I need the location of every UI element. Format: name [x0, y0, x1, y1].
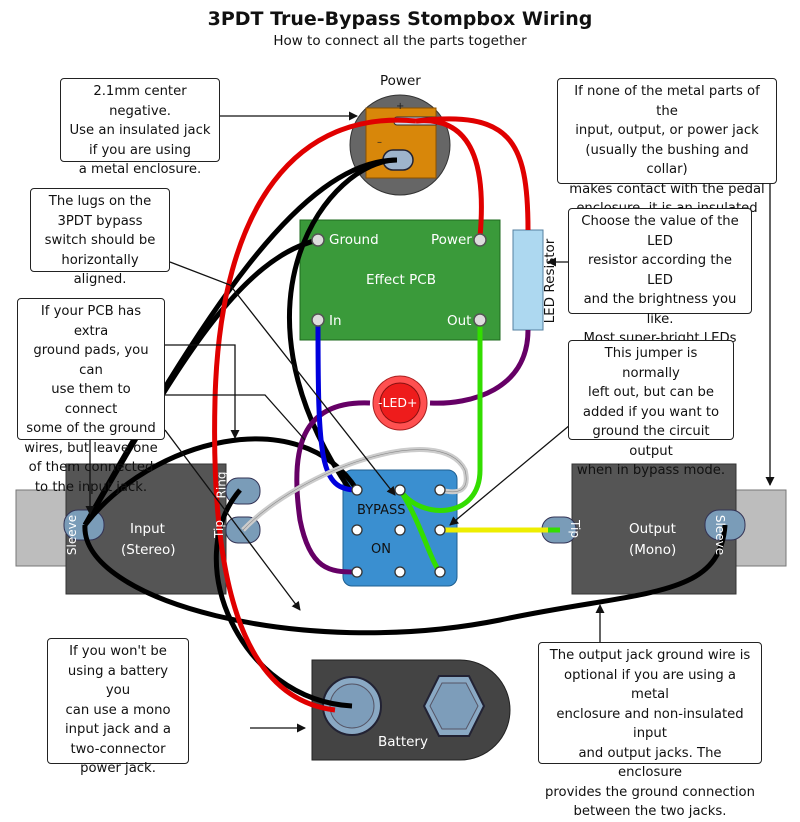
switch-on-label: ON	[371, 542, 391, 557]
switch-bypass-label: BYPASS	[357, 503, 406, 518]
diagram-subtitle: How to connect all the parts together	[273, 33, 527, 49]
note-output-ground: The output jack ground wire is optional …	[538, 642, 762, 819]
power-jack-minus: –	[377, 137, 382, 148]
power-wire-jack-to-battery	[212, 117, 417, 713]
switch-lug	[394, 524, 406, 536]
power-jack-label: Power	[380, 73, 421, 89]
diagram-canvas	[15, 94, 787, 761]
pointer-lugs	[169, 261, 396, 496]
pcb-power-label: Power	[431, 232, 472, 248]
note-insulated-jack: If none of the metal parts of the input,…	[557, 78, 777, 236]
led-cathode-wire	[294, 400, 371, 575]
power-wire-jack-to-resistor	[415, 116, 531, 231]
switch-lug	[434, 566, 446, 578]
pcb-in-label: In	[329, 313, 342, 329]
resistor-label: LED Resistor	[542, 238, 558, 324]
note-jumper: This jumper is normally left out, but ca…	[568, 340, 734, 478]
note-battery: If you won't be using a battery you can …	[47, 638, 189, 776]
pcb-title: Effect PCB	[366, 272, 436, 288]
note-power-jack: 2.1mm center negative. Use an insulated …	[60, 78, 220, 177]
switch-lug	[351, 566, 363, 578]
ground-wire-input-to-output	[82, 524, 728, 636]
power-wire-jack-to-pcb	[415, 118, 484, 238]
input-jack-bushing	[15, 489, 69, 567]
battery-hex-terminal-inner	[429, 682, 479, 730]
output-jack-name: Output	[629, 521, 676, 537]
output-sleeve-label: Sleeve	[713, 514, 728, 556]
pointer-jumper	[449, 424, 571, 526]
note-ground-pads: If your PCB has extra ground pads, you c…	[17, 298, 165, 495]
led-label: -LED+	[378, 395, 418, 410]
input-sleeve-label: Sleeve	[65, 514, 80, 556]
output-tip-label: Tip	[567, 520, 582, 538]
pcb-power-pad	[473, 233, 487, 247]
switch-lug	[434, 484, 446, 496]
bypass-wire-outline	[242, 449, 467, 531]
pcb-input-wire	[315, 319, 358, 493]
effect-pcb	[299, 219, 501, 341]
power-jack-plus: +	[396, 101, 405, 112]
input-tip-label: Tip	[211, 520, 226, 538]
pointer-ground-pads-2	[165, 394, 306, 441]
switch-lug	[351, 524, 363, 536]
pcb-out-pad	[473, 313, 487, 327]
switch-lug	[351, 484, 363, 496]
switch-lug	[394, 566, 406, 578]
switch-lugs	[351, 484, 446, 578]
pcb-out-label: Out	[447, 313, 472, 329]
pointer-ground-pads	[165, 344, 240, 439]
pointer-ground-pads-4	[164, 429, 301, 611]
input-jack-type: (Stereo)	[121, 542, 176, 558]
pcb-output-wire	[397, 320, 483, 513]
switch-lug	[434, 524, 446, 536]
input-jack-name: Input	[130, 521, 165, 537]
pcb-ground-label: Ground	[329, 232, 379, 248]
ground-wire-switch-to-input	[83, 436, 360, 527]
battery-label: Battery	[378, 734, 428, 750]
battery-negative-wire	[213, 488, 353, 709]
output-jack-type: (Mono)	[629, 542, 677, 558]
note-switch-lugs: The lugs on the 3PDT bypass switch shoul…	[30, 188, 170, 287]
switch-lug	[394, 484, 406, 496]
ground-wire-pcb-to-input	[82, 237, 319, 527]
pcb-ground-pad	[311, 233, 325, 247]
diagram-title: 3PDT True-Bypass Stompbox Wiring	[207, 8, 593, 30]
wiring-diagram: 3PDT True-Bypass Stompbox Wiring How to …	[15, 8, 787, 819]
led-resistor-body	[512, 229, 544, 331]
ground-wire-power-to-switch	[287, 157, 398, 492]
input-ring-label: Ring	[214, 471, 229, 499]
callout-lines	[85, 111, 775, 733]
note-led-resistor: Choose the value of the LED resistor acc…	[568, 208, 752, 405]
led-lens	[379, 382, 421, 424]
led-anode-wire	[429, 329, 531, 406]
pcb-in-pad	[311, 313, 325, 327]
